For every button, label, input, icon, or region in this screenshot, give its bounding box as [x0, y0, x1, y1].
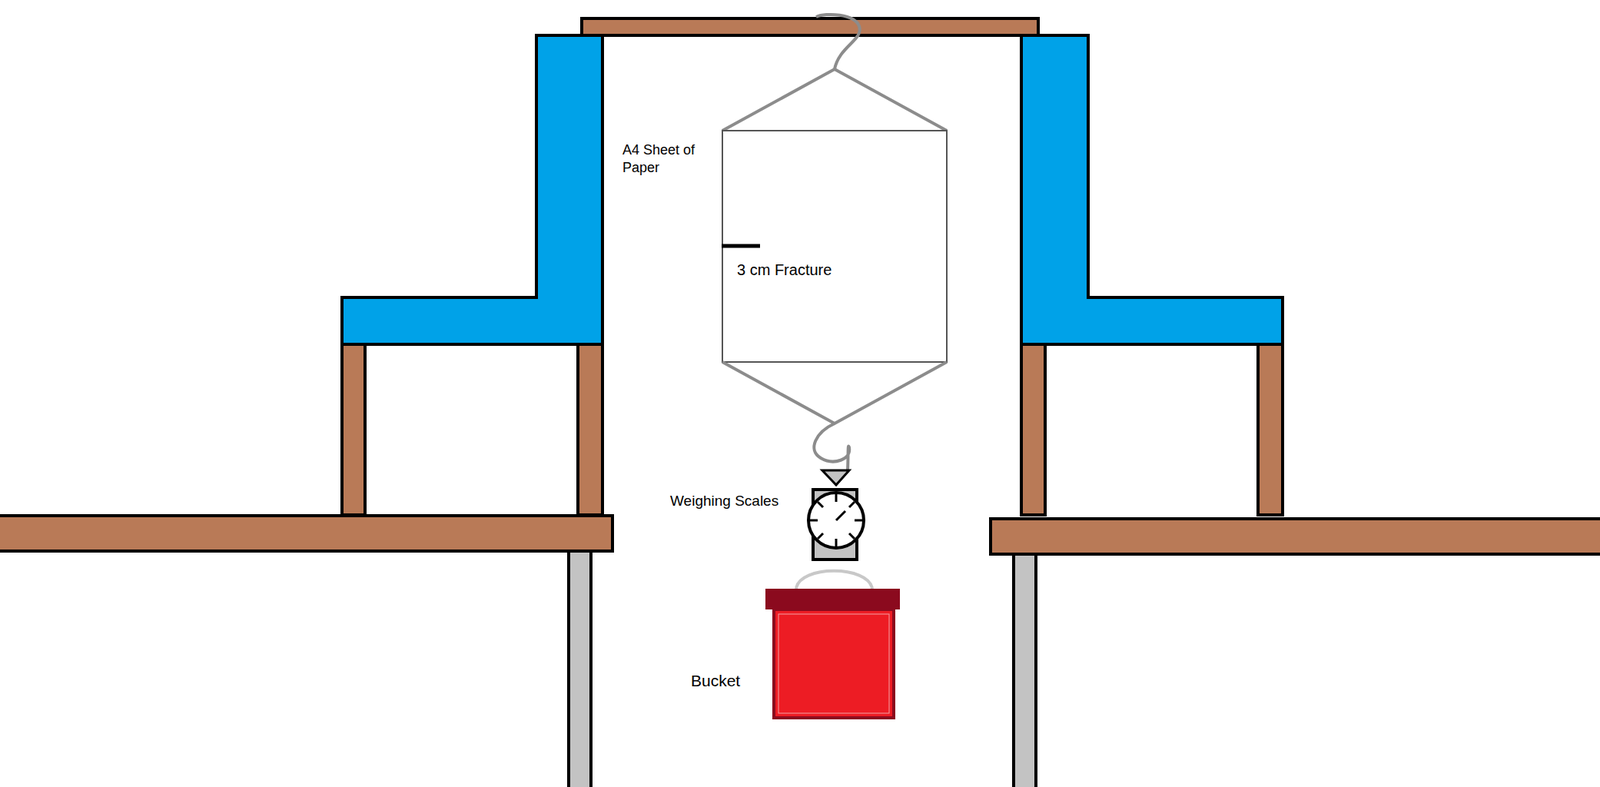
dimension-label: 3 cm Fracture: [736, 259, 922, 280]
wire: [722, 361, 947, 424]
dial-ticks: [809, 494, 863, 547]
wire: [722, 69, 947, 131]
chair-leg: [341, 344, 366, 515]
part-label: Bucket: [690, 670, 768, 691]
chair-leg: [1258, 344, 1283, 515]
part-label: Weighing Scales: [670, 491, 779, 512]
plank: [581, 18, 1039, 36]
bucket-rim: [765, 588, 900, 610]
hook: [813, 423, 850, 471]
part-label: A4 Sheet of Paper: [622, 141, 717, 178]
bucket-handle: [796, 570, 873, 589]
bucket-body: [773, 609, 894, 718]
chair-leg: [1021, 344, 1046, 515]
paper-sheet: [722, 130, 947, 362]
bucket-inner: [778, 614, 890, 714]
table: [0, 515, 613, 552]
table: [990, 518, 1600, 555]
hook: [816, 14, 860, 70]
chair: [1021, 35, 1283, 345]
fracture-cut: [721, 244, 761, 249]
scale-dial: [808, 492, 864, 548]
table-leg: [568, 551, 591, 787]
chair-leg: [577, 344, 603, 515]
chair: [341, 35, 603, 345]
table-leg: [1013, 554, 1036, 787]
scale-hook: [822, 470, 850, 485]
